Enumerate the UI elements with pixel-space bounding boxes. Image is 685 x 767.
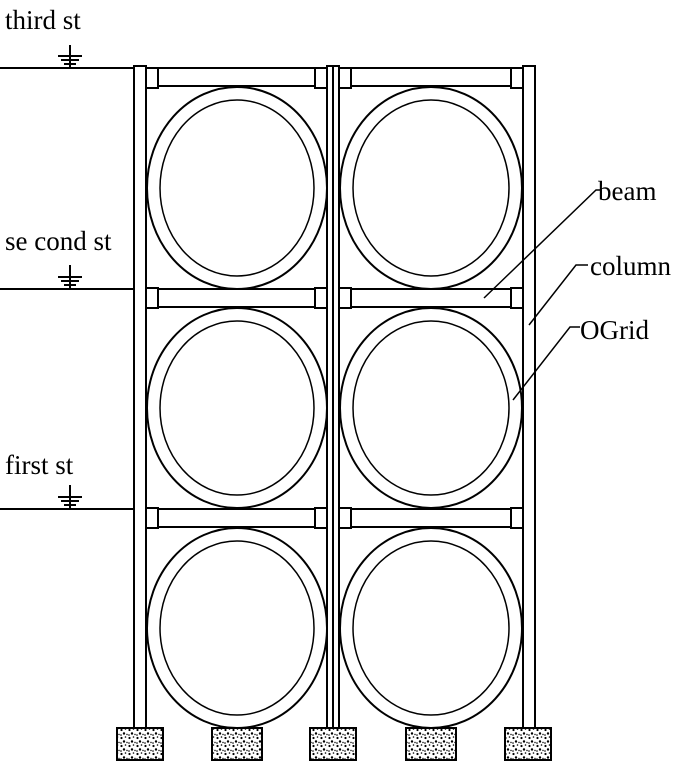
callout-label-ogrid: OGrid — [580, 315, 649, 345]
ring-middle-right — [339, 307, 523, 509]
callout-label-beam: beam — [598, 176, 656, 206]
column-left — [133, 65, 147, 731]
callout-ogrid: OGrid — [512, 315, 649, 401]
ring-top-left — [146, 86, 328, 290]
level-label-third: third st — [5, 5, 81, 35]
ring-bottom-right — [339, 527, 523, 729]
beam-third-left — [145, 67, 328, 87]
callout-label-column: column — [590, 251, 671, 281]
footing-5 — [504, 727, 552, 761]
footing-3 — [309, 727, 357, 761]
beam-second-left — [145, 288, 328, 308]
beam-first-right — [338, 508, 524, 528]
level-marker-first: first st — [0, 450, 138, 510]
callout-column: column — [528, 251, 671, 326]
level-label-second: se cond st — [5, 226, 112, 256]
beams — [145, 67, 524, 528]
ring-top-right — [339, 86, 523, 290]
beam-third-right — [338, 67, 524, 87]
level-marker-third: third st — [0, 5, 138, 69]
level-marker-second: se cond st — [0, 226, 138, 290]
ring-bottom-left — [146, 527, 328, 729]
joints — [145, 67, 524, 529]
ring-middle-left — [146, 307, 328, 509]
footing-2 — [211, 727, 263, 761]
beam-second-right — [338, 288, 524, 308]
columns — [133, 65, 536, 731]
callout-beam: beam — [483, 176, 656, 299]
footing-4 — [405, 727, 457, 761]
beam-first-left — [145, 508, 328, 528]
footing-1 — [116, 727, 164, 761]
column-right — [522, 65, 536, 731]
footings — [116, 727, 552, 761]
level-label-first: first st — [5, 450, 74, 480]
